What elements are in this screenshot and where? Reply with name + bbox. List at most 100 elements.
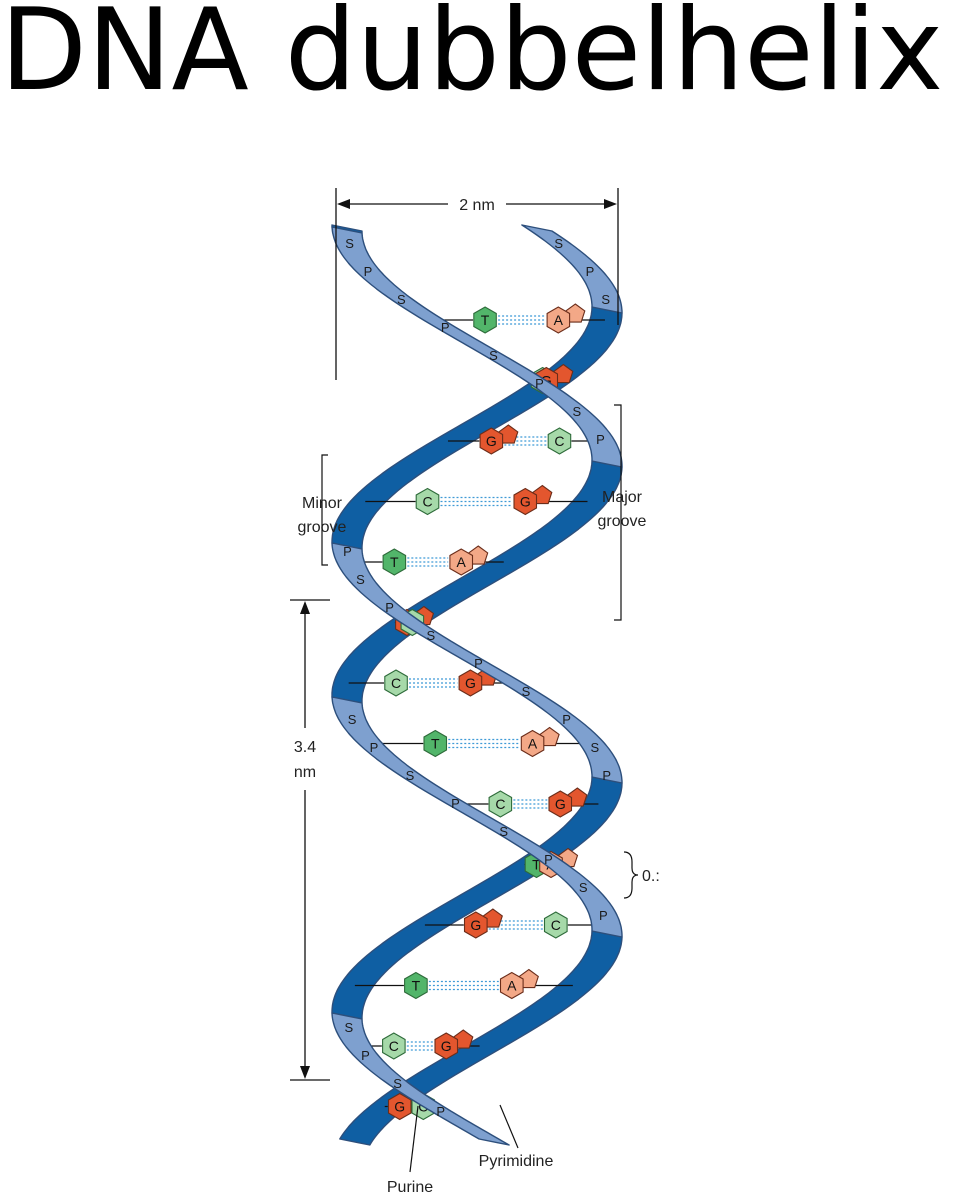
purine-ring-6 (463, 911, 488, 939)
base-letter: G (441, 1038, 452, 1054)
arrowhead-right (604, 199, 617, 209)
base-letter: C (495, 796, 505, 812)
pyrimidine-ring-6 (382, 1032, 406, 1060)
backbone-sugar: S (579, 880, 588, 895)
pyrimidine-ring-6 (473, 306, 497, 334)
backbone-phosphate: P (474, 656, 483, 671)
pitch-label-line2: nm (294, 764, 316, 781)
base-letter: G (394, 1099, 405, 1115)
width-label: 2 nm (459, 197, 495, 214)
purine-ring-6 (513, 487, 538, 516)
backbone-sugar: S (406, 768, 415, 783)
backbone-phosphate: P (599, 908, 608, 923)
purine-ring-6 (499, 971, 524, 1000)
purine-ring-5 (532, 484, 553, 505)
backbone-sugar: S (426, 628, 435, 643)
arrowhead-left (337, 199, 350, 209)
backbone-phosphate: P (364, 264, 373, 279)
purine-ring-5 (539, 726, 560, 747)
purine-ring-5 (565, 303, 586, 323)
pyrimidine-ring-6 (547, 427, 572, 455)
base-letter: G (555, 796, 566, 812)
pyrimidine-ring-6 (382, 548, 407, 576)
pyrimidine-ring-6 (415, 487, 440, 516)
backbone-sugar: S (590, 740, 599, 755)
base-letter: A (528, 736, 538, 752)
purine-label: Purine (387, 1179, 433, 1195)
base-letter: A (457, 554, 467, 570)
major-groove-label-line1: Major (602, 489, 643, 506)
base-letter: G (520, 494, 531, 510)
purine-ring-6 (479, 427, 504, 455)
base-letter: C (551, 917, 561, 933)
purine-ring-5 (518, 968, 539, 989)
backbone-phosphate: P (451, 796, 460, 811)
backbone-sugar: S (554, 236, 563, 251)
strand-2-segment (331, 1012, 510, 1146)
pyrimidine-ring-6 (488, 790, 513, 818)
backbone-phosphate: P (586, 264, 595, 279)
rise-label: 0.: (642, 868, 660, 885)
backbone-phosphate: P (562, 712, 571, 727)
strand-1-segment (331, 226, 623, 468)
base-letter: T (390, 554, 399, 570)
base-letter: C (422, 494, 432, 510)
major-groove-bracket (614, 404, 622, 621)
backbone-sugar: S (489, 348, 498, 363)
backbone-sugar: S (572, 404, 581, 419)
base-letter: A (507, 978, 517, 994)
pitch-arrowhead-bottom (300, 1066, 310, 1079)
base-letter: T (412, 978, 421, 994)
backbone-sugar: S (397, 292, 406, 307)
pyrimidine-ring-6 (384, 669, 408, 697)
backbone-sugar: S (356, 572, 365, 587)
rise-brace (623, 851, 639, 899)
backbone-phosphate: P (544, 852, 553, 867)
backbone-phosphate: P (343, 544, 352, 559)
backbone-sugar: S (345, 236, 354, 251)
minor-groove-label-line2: groove (298, 519, 347, 536)
page-title: DNA dubbelhelix (0, 0, 944, 116)
backbone-phosphate: P (361, 1048, 370, 1063)
backbone-sugar: S (393, 1076, 402, 1091)
strand-2-segment (331, 542, 623, 784)
purine-ring-6 (548, 790, 573, 818)
base-letter: C (389, 1038, 399, 1054)
base-letter: C (391, 675, 401, 691)
pitch-label-line1: 3.4 (294, 739, 316, 756)
backbone-phosphate: P (602, 768, 611, 783)
pyrimidine-pointer (499, 1104, 519, 1149)
backbone-sugar: S (499, 824, 508, 839)
backbone-phosphate: P (596, 432, 605, 447)
backbone-phosphate: P (441, 320, 450, 335)
backbone-phosphate: P (535, 376, 544, 391)
backbone-sugar: S (601, 292, 610, 307)
backbone-phosphate: P (436, 1104, 445, 1119)
purine-ring-6 (387, 1092, 412, 1121)
pyrimidine-label: Pyrimidine (479, 1153, 554, 1170)
purine-ring-5 (482, 908, 503, 928)
purine-ring-6 (546, 306, 571, 334)
backbone-phosphate: P (370, 740, 379, 755)
pyrimidine-ring-6 (423, 729, 448, 758)
base-letter: C (554, 433, 564, 449)
base-letter: A (554, 312, 564, 328)
base-letter: G (470, 917, 481, 933)
annotations: 2 nm Minor groove Major groove 3.4 nm 0.… (290, 188, 660, 1195)
minor-groove-bracket (321, 454, 328, 566)
backbone-sugar: S (522, 684, 531, 699)
base-letter: T (431, 736, 440, 752)
base-letter: T (481, 312, 490, 328)
purine-ring-5 (468, 545, 489, 565)
purine-pointer (409, 1105, 419, 1173)
